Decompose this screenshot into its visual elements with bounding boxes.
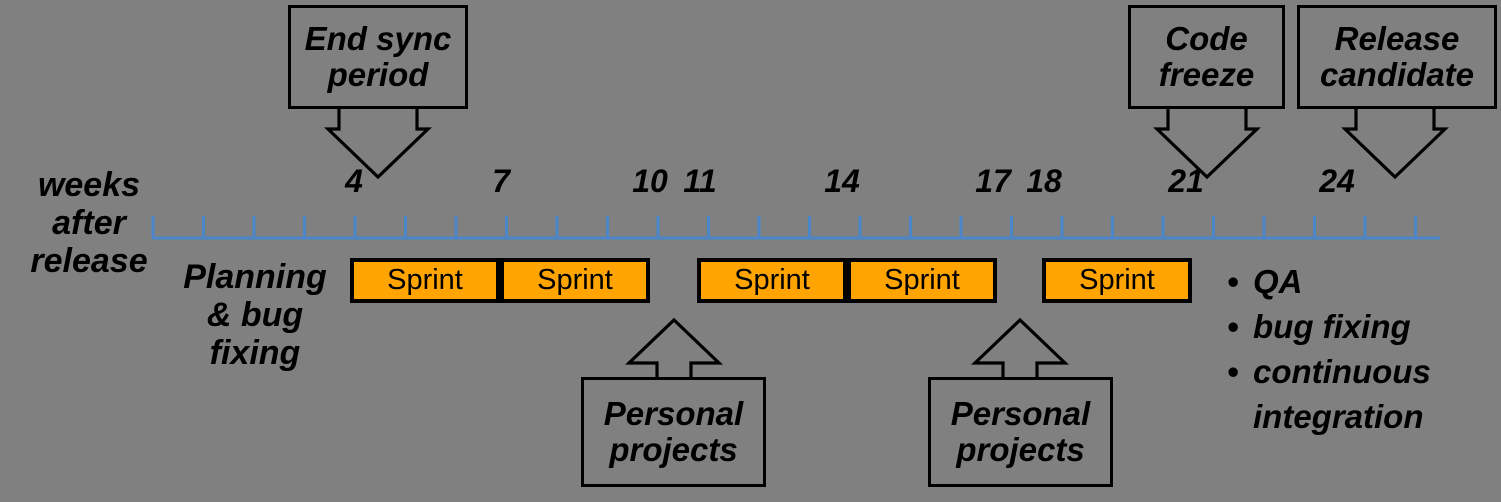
bullet-icon: • [1227, 263, 1239, 300]
list-item-label: continuous integration [1253, 352, 1431, 435]
milestone-arrow-release-candidate [1341, 107, 1449, 180]
sprint-box-1[interactable]: Sprint [350, 258, 500, 303]
sprint-box-3[interactable]: Sprint [697, 258, 847, 303]
sprint-label: Sprint [1079, 264, 1155, 296]
personal-projects-box-1[interactable]: Personal projects [581, 377, 766, 487]
milestone-label-line2: period [327, 56, 429, 93]
personal-projects-label-line2: projects [609, 431, 738, 468]
phase-label-planning: Planning & bug fixing [183, 258, 327, 373]
bullet-icon: • [1227, 307, 1239, 345]
milestone-box-release-candidate[interactable]: Release candidate [1297, 5, 1497, 109]
tick-label-18: 18 [1026, 163, 1062, 199]
personal-projects-arrow-2 [971, 317, 1069, 380]
milestone-label-line1: Release [1334, 20, 1460, 58]
personal-projects-label-line1: Personal [603, 394, 744, 432]
tick-label-17: 17 [975, 163, 1011, 199]
milestone-label-line2: freeze [1158, 56, 1255, 93]
personal-projects-arrow-1 [625, 317, 723, 380]
milestone-box-code-freeze[interactable]: Code freeze [1128, 5, 1285, 109]
sprint-box-2[interactable]: Sprint [500, 258, 650, 303]
milestone-label-line2: candidate [1319, 56, 1475, 93]
tick-label-10: 10 [632, 163, 668, 199]
bullet-icon: • [1227, 352, 1239, 390]
tick-label-4: 4 [345, 163, 363, 199]
sprint-label: Sprint [537, 264, 613, 296]
sprint-label: Sprint [884, 264, 960, 296]
list-item: • bug fixing [1227, 305, 1492, 350]
axis-caption: weeks after release [30, 166, 148, 281]
sprint-box-4[interactable]: Sprint [847, 258, 997, 303]
tick-label-14: 14 [824, 163, 860, 199]
sprint-label: Sprint [734, 264, 810, 296]
milestone-label-line1: Code [1165, 20, 1248, 58]
list-item-label: QA [1253, 263, 1303, 300]
list-item: • QA [1227, 260, 1492, 305]
tick-label-11: 11 [683, 163, 717, 199]
personal-projects-box-2[interactable]: Personal projects [928, 377, 1113, 487]
sprint-label: Sprint [387, 264, 463, 296]
sprint-box-5[interactable]: Sprint [1042, 258, 1192, 303]
milestone-arrow-code-freeze [1153, 107, 1261, 180]
tick-label-21: 21 [1168, 163, 1204, 199]
tick-label-24: 24 [1319, 163, 1355, 199]
list-item: • continuous integration [1227, 350, 1492, 440]
milestone-box-end-sync-period[interactable]: End sync period [288, 5, 468, 109]
tick-label-7: 7 [492, 163, 510, 199]
milestone-label-line1: End sync [304, 20, 452, 58]
timeline-axis [151, 216, 1440, 240]
milestone-arrow-end-sync-period [324, 107, 432, 180]
activities-list: • QA • bug fixing • continuous integrati… [1227, 260, 1492, 440]
list-item-label: bug fixing [1253, 307, 1411, 345]
personal-projects-label-line1: Personal [950, 394, 1091, 432]
personal-projects-label-line2: projects [956, 431, 1085, 468]
